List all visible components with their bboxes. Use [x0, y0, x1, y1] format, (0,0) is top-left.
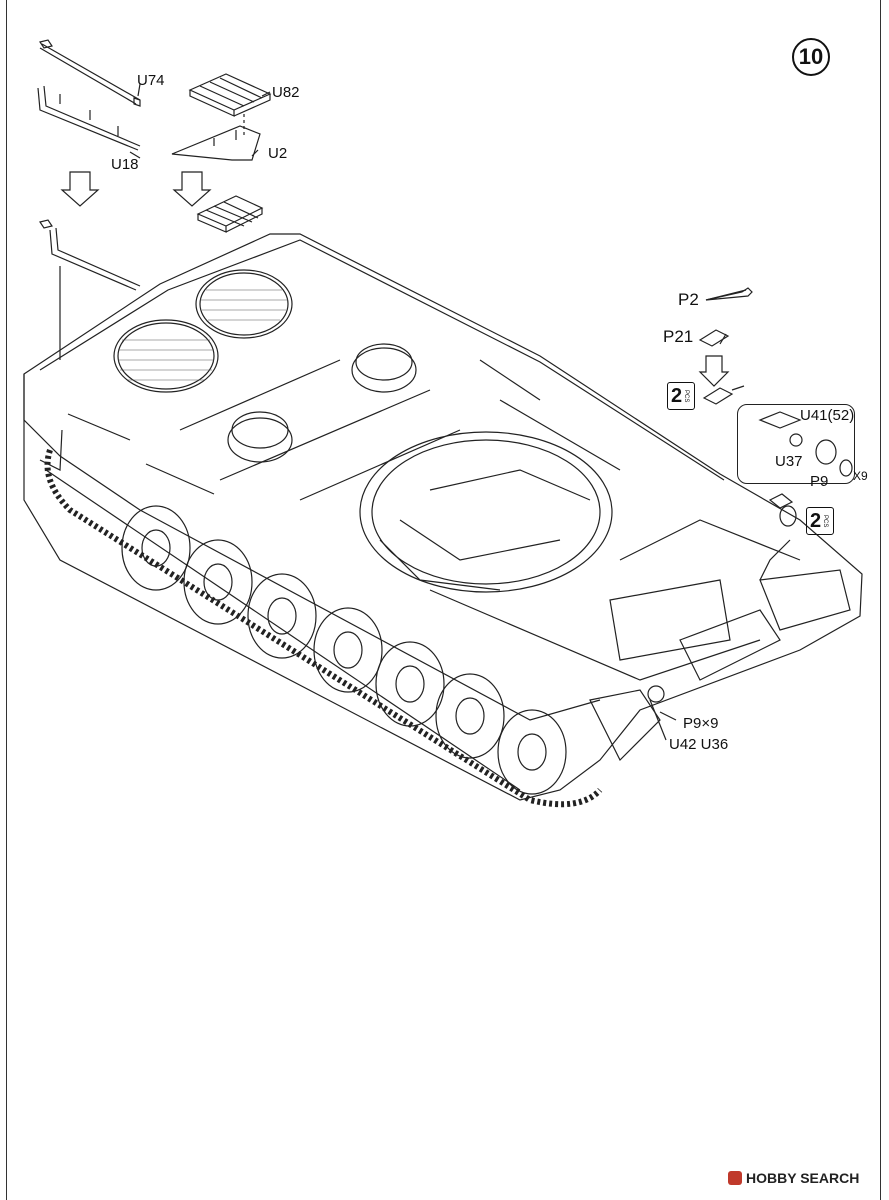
part-label-p21: P21	[663, 327, 694, 346]
part-label-p9: P9	[810, 473, 829, 490]
part-label-u18: U18	[111, 156, 139, 173]
hull-outline	[23, 233, 863, 801]
part-u2-drawing	[171, 114, 261, 161]
part-p2-drawing	[705, 287, 753, 301]
arrow-down-right	[698, 355, 730, 387]
quantity-badge-2pcs-upper: 2 PCS	[667, 382, 695, 410]
quantity-badge-2pcs-lower: 2 PCS	[806, 507, 834, 535]
road-wheels	[121, 505, 567, 795]
part-p21-drawing	[698, 329, 730, 347]
engine-grille-right	[195, 269, 293, 339]
part-label-u74: U74	[137, 72, 165, 89]
watermark-text: HOBBY SEARCH	[746, 1170, 860, 1186]
quantity-badge-number: 2	[810, 510, 822, 532]
part-label-u37: U37	[775, 453, 803, 470]
hobby-search-logo-icon	[728, 1171, 742, 1185]
quantity-badge-unit: PCS	[683, 389, 690, 403]
arrow-down-left	[60, 171, 100, 207]
part-label-p9x9: P9×9	[683, 715, 719, 732]
hatch-left	[227, 417, 293, 463]
step-number: 10	[792, 38, 830, 76]
part-u18-drawing	[37, 85, 141, 151]
track	[44, 449, 603, 808]
detail-inset-box	[737, 404, 855, 484]
part-label-x9: X9	[853, 469, 868, 483]
part-u74-drawing	[39, 39, 141, 107]
turret-ring	[359, 431, 613, 593]
quantity-badge-unit: PCS	[822, 514, 829, 528]
quantity-badge-number: 2	[671, 385, 683, 407]
hatch-right	[351, 347, 417, 393]
left-margin-line	[6, 0, 7, 1200]
part-u82-drawing	[188, 73, 272, 117]
right-margin-line	[880, 0, 881, 1200]
engine-grille-left	[113, 319, 219, 393]
part-label-u82: U82	[272, 84, 300, 101]
arrow-down-mid	[172, 171, 212, 207]
part-label-u41: U41(52)	[800, 407, 855, 424]
hobby-search-watermark: HOBBY SEARCH	[728, 1170, 859, 1186]
part-label-u42-u36: U42 U36	[669, 736, 729, 753]
part-label-u2: U2	[268, 145, 288, 162]
part-label-p2: P2	[678, 290, 699, 309]
